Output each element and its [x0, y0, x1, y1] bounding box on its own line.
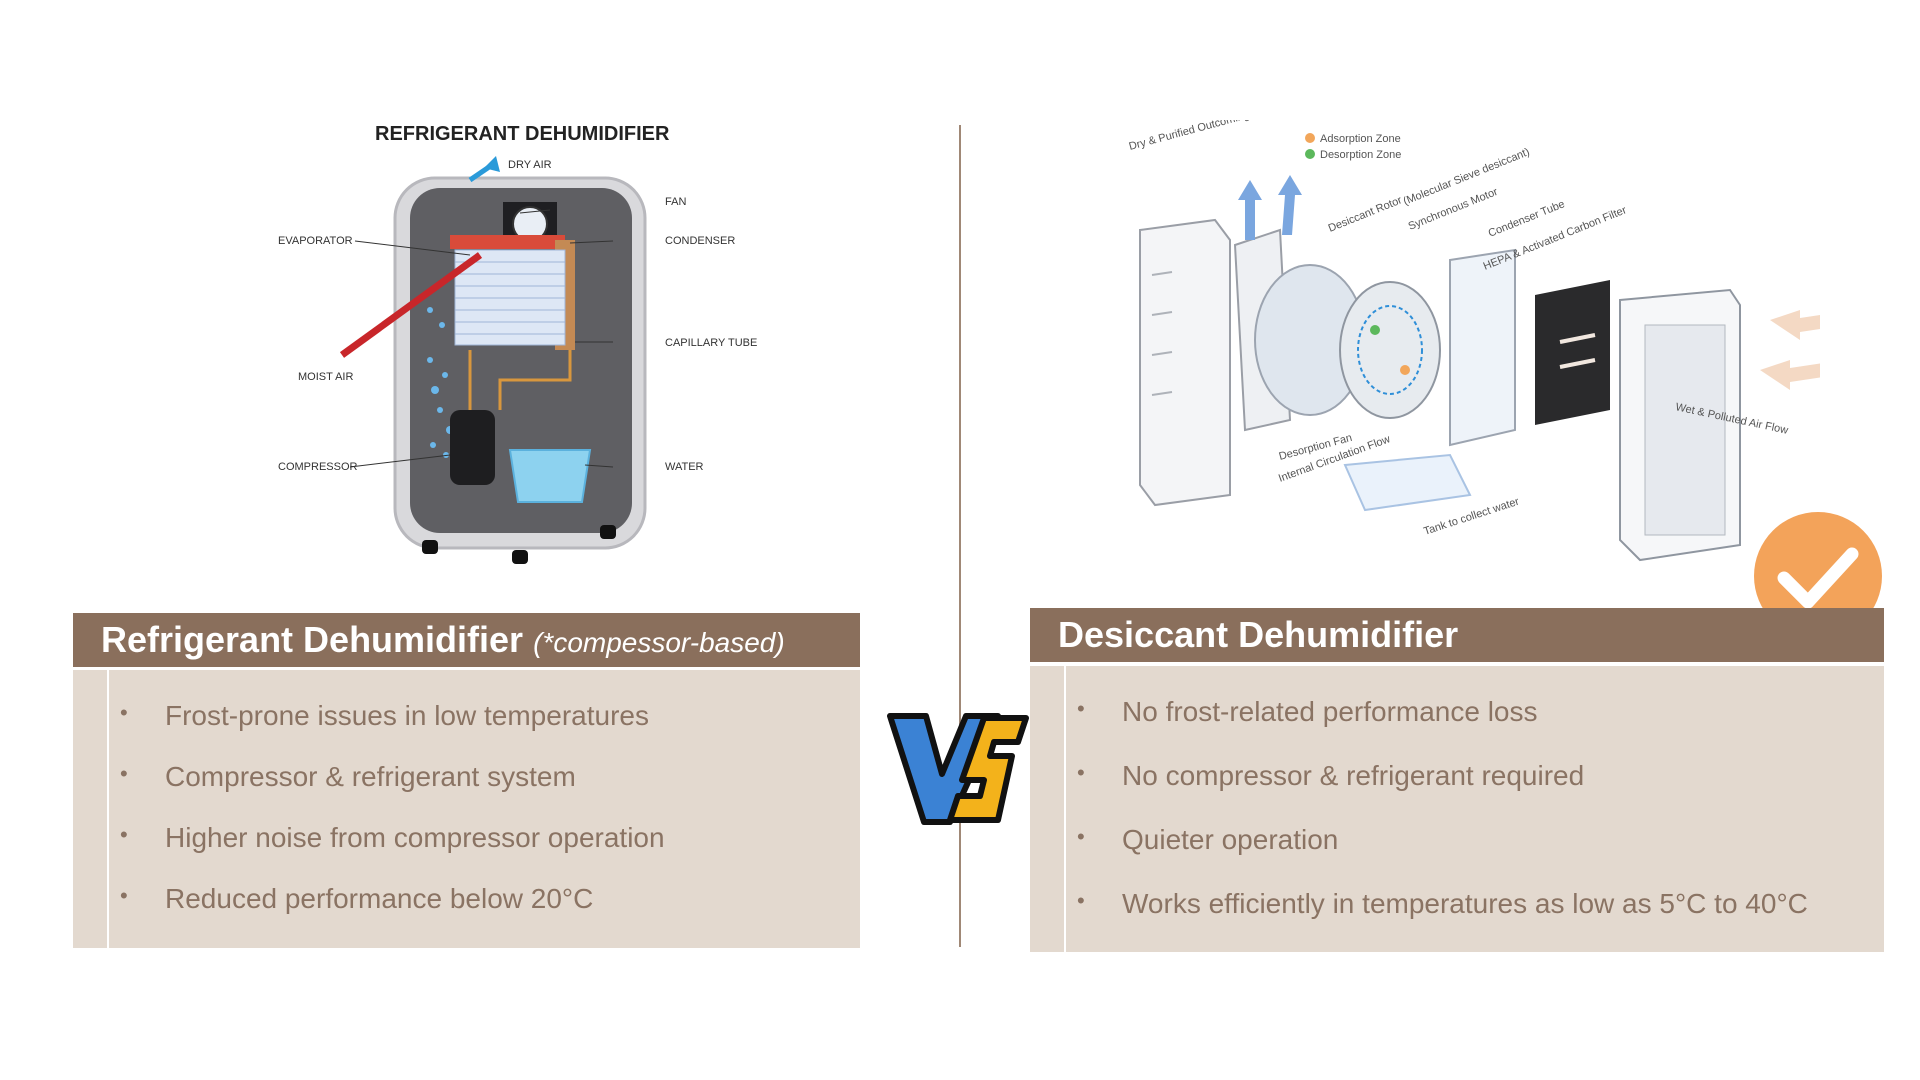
- label-compressor: COMPRESSOR: [278, 461, 358, 473]
- wet-air-arrows: [1760, 310, 1820, 390]
- dry-air-arrowhead: [484, 156, 500, 172]
- desiccant-feature-list: No frost-related performance loss No com…: [1030, 696, 1884, 952]
- filter-arrows: [1559, 333, 1596, 369]
- list-item: Compressor & refrigerant system: [73, 761, 860, 822]
- water-collection-tank: [1343, 453, 1472, 512]
- list-item: Works efficiently in temperatures as low…: [1030, 888, 1884, 952]
- label-water-tank: Tank to collect water: [1422, 496, 1521, 538]
- label-capillary-tube: CAPILLARY TUBE: [665, 337, 757, 349]
- moist-air-arrow: [339, 252, 483, 358]
- water-tank: [508, 449, 592, 503]
- refrigerant-panel-body: Frost-prone issues in low temperatures C…: [73, 670, 860, 948]
- center-divider: [959, 125, 961, 947]
- wheel: [422, 540, 438, 554]
- refrigerant-diagram-title: REFRIGERANT DEHUMIDIFIER: [375, 123, 670, 145]
- dry-air-arrows: [1238, 175, 1302, 240]
- label-water: WATER: [665, 461, 704, 473]
- refrigerant-diagram: REFRIGERANT DEHUMIDIFIER DRY: [278, 123, 757, 564]
- refrigerant-panel-note: (*compessor-based): [533, 627, 785, 658]
- desiccant-panel-title: Desiccant Dehumidifier: [1058, 614, 1459, 655]
- compressor-unit: [450, 410, 495, 485]
- list-item: No frost-related performance loss: [1030, 696, 1884, 760]
- list-item: Quieter operation: [1030, 824, 1884, 888]
- rear-housing-slots: [1151, 271, 1173, 396]
- adsorption-legend-dot: [1305, 133, 1315, 143]
- adsorption-dot: [1400, 365, 1410, 375]
- label-dry-air: DRY AIR: [508, 159, 552, 171]
- circulation-ring: [1357, 305, 1423, 395]
- label-adsorption-zone: Adsorption Zone: [1320, 133, 1401, 145]
- desiccant-panel-body: No frost-related performance loss No com…: [1030, 666, 1884, 952]
- label-desiccant-rotor: Desiccant Rotor: [1327, 194, 1404, 235]
- refrigerant-panel-title: Refrigerant Dehumidifier: [101, 619, 524, 660]
- list-item: Reduced performance below 20°C: [73, 883, 860, 944]
- label-hepa-filter: HEPA & Activated Carbon Filter: [1482, 204, 1629, 273]
- front-grille: [1644, 324, 1726, 536]
- vs-badge-icon: VS: [886, 712, 1029, 825]
- label-fan: FAN: [665, 196, 686, 208]
- leader-lines: [349, 209, 614, 468]
- wheel: [600, 525, 616, 539]
- desiccant-diagram: Dry & Purified Outcoming Air Adsorption …: [1128, 120, 1820, 562]
- refrigerant-feature-list: Frost-prone issues in low temperatures C…: [73, 700, 860, 944]
- label-desorption-zone: Desorption Zone: [1320, 149, 1401, 161]
- hepa-filter: [1535, 280, 1610, 425]
- desiccant-rotor: [1339, 281, 1441, 419]
- list-item: No compressor & refrigerant required: [1030, 760, 1884, 824]
- label-moist-air: MOIST AIR: [298, 371, 353, 383]
- refrigerant-panel-header: Refrigerant Dehumidifier (*compessor-bas…: [73, 613, 860, 667]
- label-evaporator: EVAPORATOR: [278, 235, 353, 247]
- desorption-dot: [1370, 325, 1380, 335]
- label-dry-outcoming-air: Dry & Purified Outcoming Air: [1128, 120, 1267, 153]
- list-item: Higher noise from compressor operation: [73, 822, 860, 883]
- list-item: Frost-prone issues in low temperatures: [73, 700, 860, 761]
- rear-housing: [1139, 218, 1231, 507]
- vs-badge-text: VS: [886, 712, 888, 713]
- desiccant-panel-header: Desiccant Dehumidifier: [1030, 608, 1884, 662]
- label-condenser: CONDENSER: [665, 235, 735, 247]
- evaporator-fins: [455, 261, 565, 335]
- desorption-legend-dot: [1305, 149, 1315, 159]
- condenser-tube-plate: [1449, 248, 1516, 447]
- condenser-coil: [450, 235, 565, 249]
- wheel: [512, 550, 528, 564]
